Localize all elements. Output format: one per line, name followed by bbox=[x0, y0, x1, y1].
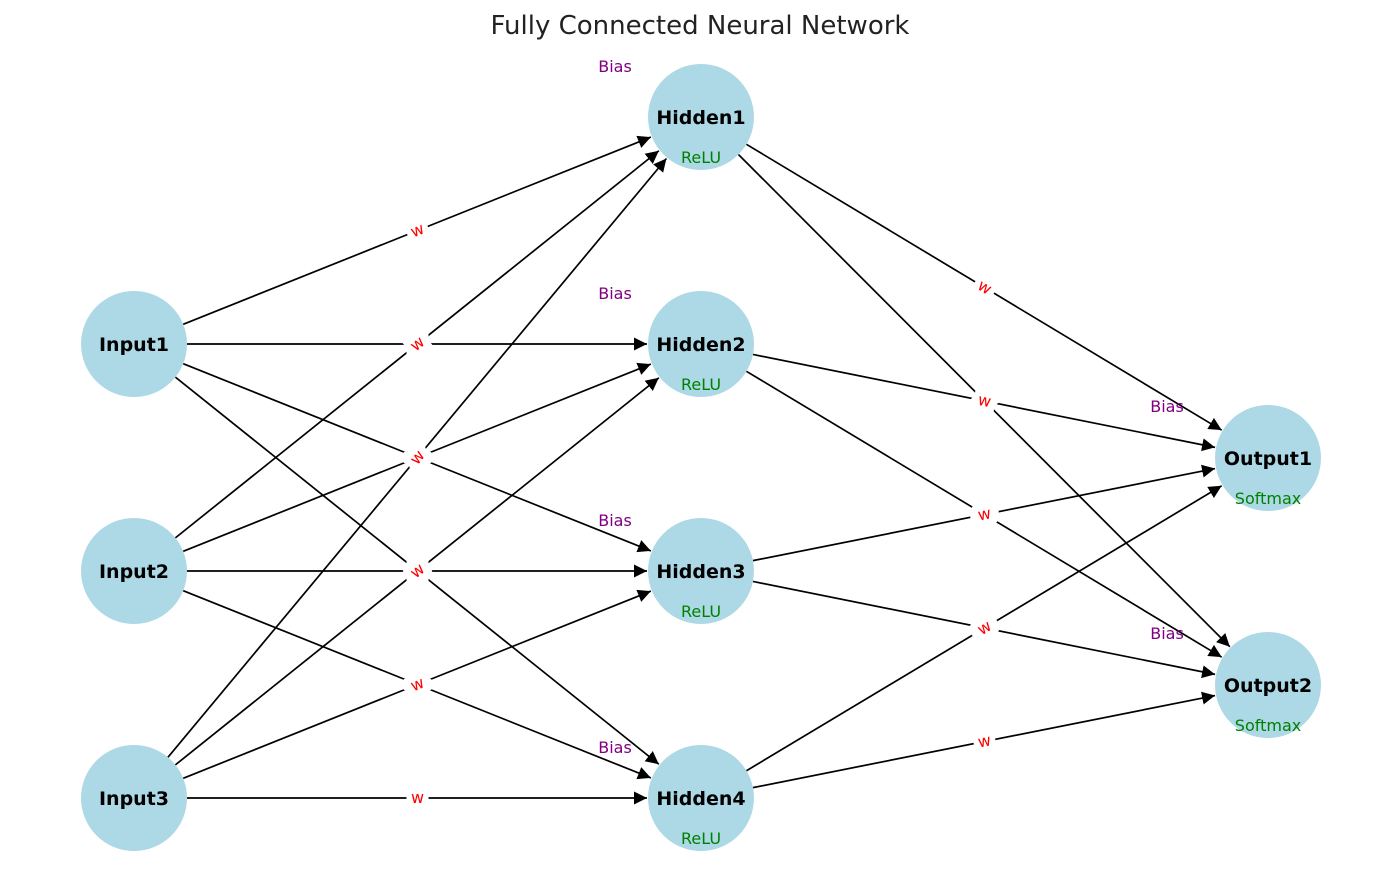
activation-label: ReLU bbox=[681, 829, 721, 848]
node-circle bbox=[648, 745, 754, 851]
weight-label-h1-o1: w bbox=[969, 273, 1000, 302]
node-circle bbox=[81, 291, 187, 397]
node-label: Hidden2 bbox=[656, 334, 745, 356]
weight-label-h4-o1: w bbox=[969, 613, 1000, 643]
weight-label-text: w bbox=[976, 390, 993, 411]
node-label: Hidden3 bbox=[656, 561, 745, 583]
bias-label: Bias bbox=[598, 57, 632, 76]
diagram-title: Fully Connected Neural Network bbox=[491, 11, 910, 41]
weight-label-background bbox=[402, 442, 433, 473]
activation-label: Softmax bbox=[1235, 489, 1301, 508]
weight-label-h2-o1: w bbox=[971, 389, 998, 413]
weight-label-background bbox=[402, 329, 433, 359]
weight-label-in1-h1: w bbox=[403, 217, 432, 244]
node-label: Hidden1 bbox=[656, 107, 745, 129]
weight-label-text: w bbox=[976, 730, 993, 751]
bias-label: Bias bbox=[1150, 397, 1184, 416]
node-circle bbox=[648, 518, 754, 624]
activation-label: ReLU bbox=[681, 148, 721, 167]
weight-label-in3-h4: w bbox=[406, 788, 429, 808]
node-circle bbox=[1215, 632, 1321, 738]
weight-label-in2-h1: w bbox=[402, 329, 433, 359]
node-circle bbox=[81, 518, 187, 624]
nodes-layer: Input1Input2Input3Hidden1ReLUBiasHidden2… bbox=[81, 57, 1321, 851]
weight-labels-layer: wwwwwwwwwwwwwwwwwwww bbox=[402, 217, 1000, 808]
node-label: Input2 bbox=[99, 561, 169, 583]
node-circle bbox=[648, 64, 754, 170]
weight-label-background bbox=[971, 729, 998, 754]
node-in3: Input3 bbox=[81, 745, 187, 851]
weight-label-h3-o1: w bbox=[971, 502, 998, 527]
bias-label: Bias bbox=[598, 511, 632, 530]
weight-label-background bbox=[969, 273, 1000, 302]
node-circle bbox=[81, 745, 187, 851]
weight-label-background bbox=[971, 389, 998, 413]
bias-label: Bias bbox=[598, 738, 632, 757]
node-label: Output2 bbox=[1224, 675, 1312, 697]
node-circle bbox=[1215, 405, 1321, 511]
activation-label: ReLU bbox=[681, 602, 721, 621]
activation-label: Softmax bbox=[1235, 716, 1301, 735]
weight-label-text: w bbox=[411, 788, 424, 807]
node-label: Input1 bbox=[99, 334, 169, 356]
node-label: Output1 bbox=[1224, 448, 1312, 470]
weight-label-background bbox=[403, 671, 432, 698]
activation-label: ReLU bbox=[681, 375, 721, 394]
bias-label: Bias bbox=[1150, 624, 1184, 643]
weight-label-background bbox=[406, 788, 429, 808]
node-circle bbox=[648, 291, 754, 397]
weight-label-background bbox=[971, 502, 998, 527]
weight-label-background bbox=[403, 217, 432, 244]
weight-label-in3-h1: w bbox=[402, 442, 433, 473]
weight-label-background bbox=[402, 556, 433, 586]
node-in1: Input1 bbox=[81, 291, 187, 397]
weight-label-background bbox=[969, 613, 1000, 643]
weight-label-in3-h2: w bbox=[402, 556, 433, 586]
weight-label-text: w bbox=[976, 503, 993, 524]
node-label: Hidden4 bbox=[656, 788, 745, 810]
edges-layer bbox=[167, 135, 1231, 805]
node-in2: Input2 bbox=[81, 518, 187, 624]
weight-label-in3-h3: w bbox=[403, 671, 432, 698]
bias-label: Bias bbox=[598, 284, 632, 303]
node-label: Input3 bbox=[99, 788, 169, 810]
weight-label-h4-o2: w bbox=[971, 729, 998, 754]
